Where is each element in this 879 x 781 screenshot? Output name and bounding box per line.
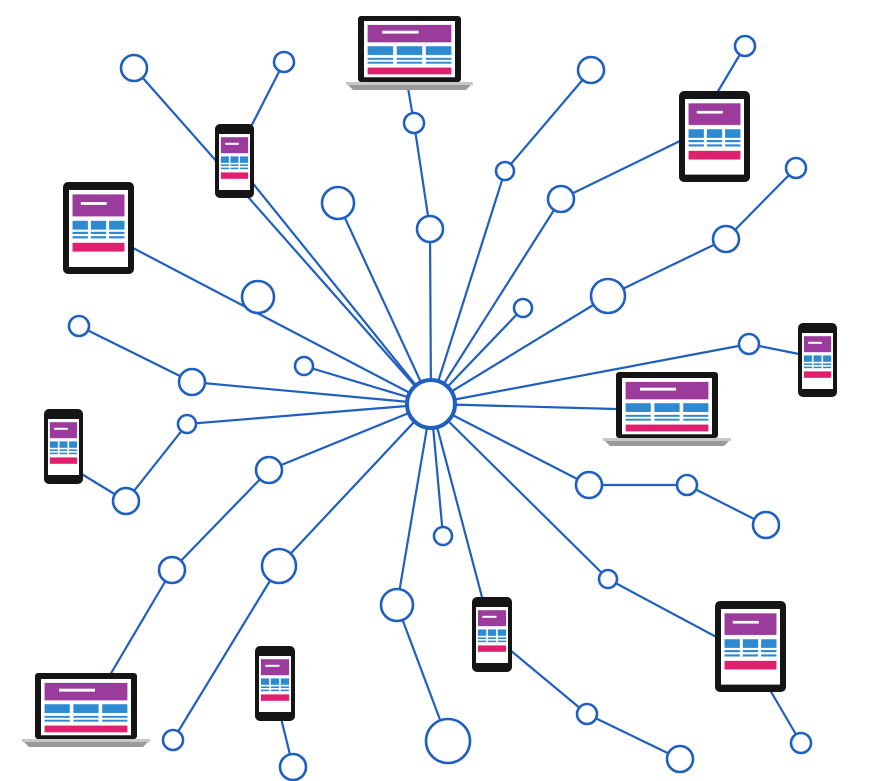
network-node (272, 50, 296, 74)
network-node (589, 277, 627, 315)
devices (22, 16, 837, 747)
connection-line (233, 159, 432, 405)
laptop-device (603, 372, 731, 446)
network-node (494, 160, 516, 182)
network-node (67, 314, 91, 338)
connection-line (125, 423, 188, 502)
phone-device (215, 124, 254, 198)
network-node (512, 297, 534, 319)
network-node (733, 34, 757, 58)
connection-line (560, 139, 683, 200)
tablet-device (679, 91, 750, 182)
network-node (278, 752, 308, 781)
network-node (254, 455, 284, 485)
network-node (176, 413, 198, 435)
network-node (293, 355, 315, 377)
connection-line (171, 469, 270, 571)
connection-line (430, 403, 590, 486)
network-node (665, 744, 695, 774)
connection-line (172, 565, 280, 741)
nodes (67, 34, 813, 781)
network-node (240, 279, 276, 315)
connection-line (278, 403, 432, 567)
network-node (379, 587, 415, 623)
connection-line (191, 380, 432, 406)
phone-device (472, 597, 512, 672)
network-node (576, 55, 606, 85)
phone-device (255, 646, 295, 721)
laptop-device (22, 673, 150, 747)
network-node (119, 53, 149, 83)
phone-device (798, 323, 837, 397)
connection-line (725, 167, 797, 240)
connection-line (268, 402, 432, 472)
network-node (402, 111, 426, 135)
connection-line (607, 578, 723, 641)
network-node (320, 185, 356, 221)
connection-line (412, 122, 432, 230)
network-node (784, 156, 808, 180)
network-node (675, 473, 699, 497)
connection-line (109, 569, 173, 676)
network-node (575, 702, 599, 726)
connection-line (337, 202, 432, 405)
connection-line (430, 402, 617, 411)
network-node (260, 547, 298, 585)
laptop-device (346, 16, 473, 90)
network-node (415, 214, 445, 244)
hub-node (405, 378, 457, 430)
network-node (751, 510, 781, 540)
tablet-device (63, 182, 134, 274)
connection-line (430, 403, 609, 580)
connection-line (78, 325, 193, 383)
connection-line (429, 170, 507, 405)
connection-line (586, 713, 681, 760)
network-node (157, 555, 187, 585)
network-node (789, 731, 813, 755)
connection-line (428, 228, 433, 405)
connection-line (430, 295, 609, 405)
connection-line (607, 238, 727, 297)
connection-line (395, 403, 433, 606)
phone-device (44, 409, 83, 484)
network-node (546, 184, 576, 214)
connection-line (133, 67, 432, 405)
connection-line (430, 198, 562, 405)
network-node (161, 728, 185, 752)
connection-line (686, 484, 767, 526)
network-node (177, 367, 207, 397)
network-node (597, 568, 619, 590)
network-node (737, 332, 761, 356)
connection-line (430, 342, 750, 406)
connection-line (429, 403, 494, 636)
connection-line (504, 69, 592, 172)
connection-line (132, 247, 432, 405)
network-node (574, 470, 604, 500)
network-node (111, 486, 141, 516)
connection-line (186, 402, 432, 426)
tablet-device (715, 601, 786, 692)
network-node (711, 224, 741, 254)
network-node (432, 525, 454, 547)
network-node (424, 717, 472, 765)
connection-line (395, 604, 450, 742)
